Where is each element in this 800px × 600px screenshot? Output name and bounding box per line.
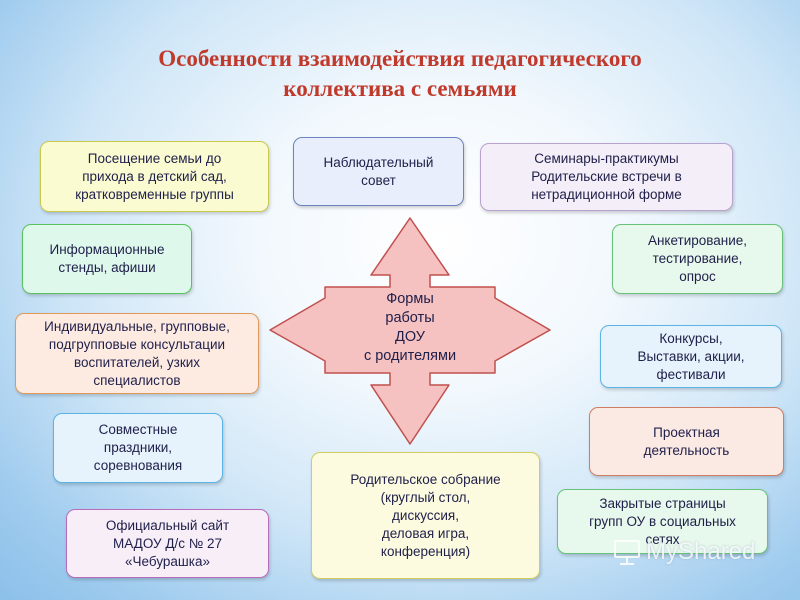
box-line: подгрупповые консультации — [48, 336, 226, 352]
box-website: Официальный сайт МАДОУ Д/с № 27 «Чебураш… — [66, 509, 269, 578]
box-seminars: Семинары-практикумы Родительские встречи… — [480, 143, 733, 211]
box-line: групп ОУ в социальных — [589, 513, 736, 529]
title-line-2: коллектива с семьями — [283, 76, 517, 101]
box-line: деятельность — [643, 442, 730, 458]
box-line: Родительское собрание — [350, 471, 501, 487]
box-line: нетрадиционной форме — [531, 187, 682, 202]
box-info-stands: Информационные стенды, афиши — [22, 224, 192, 294]
box-holidays: Совместные праздники, соревнования — [53, 413, 223, 483]
box-line: Официальный сайт — [105, 517, 230, 533]
box-line: прихода в детский сад, — [82, 168, 227, 184]
box-family-visit: Посещение семьи до прихода в детский сад… — [40, 141, 269, 212]
center-line: Формы — [386, 291, 434, 307]
box-line: Информационные — [49, 242, 165, 257]
box-line: Посещение семьи до — [87, 150, 222, 166]
box-line: Индивидуальные, групповые, — [44, 318, 230, 334]
box-line: Выставки, акции, — [637, 348, 745, 364]
box-line: Семинары-практикумы — [534, 151, 679, 166]
box-line: воспитателей, узких — [73, 354, 201, 370]
watermark-text: MyShared — [646, 538, 756, 565]
box-line: праздники, — [103, 440, 173, 455]
box-line: МАДОУ Д/с № 27 — [112, 535, 222, 551]
title-line-1: Особенности взаимодействия педагогическо… — [158, 46, 642, 71]
page-title: Особенности взаимодействия педагогическо… — [0, 44, 800, 104]
box-line: сетях — [645, 531, 680, 547]
center-label: Формы работы ДОУ с родителями — [340, 290, 480, 366]
box-line: «Чебурашка» — [125, 553, 210, 569]
box-line: деловая игра, — [381, 525, 470, 541]
box-survey: Анкетирование, тестирование, опрос — [612, 224, 783, 294]
box-meeting: Родительское собрание (круглый стол, дис… — [311, 452, 540, 579]
center-line: с родителями — [363, 348, 457, 364]
center-line: ДОУ — [395, 329, 425, 345]
box-line: тестирование, — [652, 251, 743, 266]
box-line: Конкурсы, — [659, 330, 723, 346]
four-way-arrow-shape — [269, 217, 551, 445]
box-line: Родительские встречи в — [531, 169, 682, 184]
box-line: Совместные — [98, 422, 178, 437]
box-line: специалистов — [93, 372, 181, 388]
watermark: MyShared — [612, 538, 755, 566]
box-line: кратковременные группы — [75, 186, 234, 202]
box-line: конференция) — [380, 543, 471, 559]
box-line: фестивали — [656, 366, 726, 382]
box-consultations: Индивидуальные, групповые, подгрупповые … — [15, 313, 259, 394]
box-social: Закрытые страницы групп ОУ в социальных … — [557, 489, 768, 554]
box-line: дискуссия, — [392, 507, 459, 523]
box-line: совет — [361, 172, 396, 188]
box-line: (круглый стол, — [380, 489, 471, 505]
box-line: Проектная — [653, 424, 720, 440]
box-line: опрос — [679, 269, 716, 284]
box-project: Проектная деятельность — [589, 407, 784, 476]
box-line: соревнования — [93, 458, 183, 473]
box-line: Анкетирование, — [647, 233, 748, 248]
presentation-icon — [614, 540, 640, 565]
box-board: Наблюдательный совет — [293, 137, 464, 206]
box-line: Наблюдательный — [323, 154, 434, 170]
box-line: Закрытые страницы — [599, 495, 726, 511]
box-contests: Конкурсы, Выставки, акции, фестивали — [600, 325, 782, 388]
box-line: стенды, афиши — [58, 260, 156, 275]
center-line: работы — [385, 310, 435, 326]
